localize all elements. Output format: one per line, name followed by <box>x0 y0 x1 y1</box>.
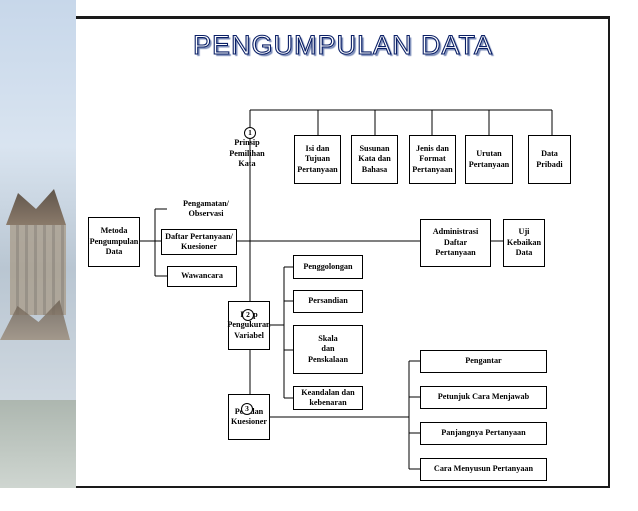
node-administrasi-daftar-pertanyaan: Administrasi Daftar Pertanyaan <box>420 219 491 267</box>
node-skala-dan-penskalaan: Skala dan Penskalaan <box>293 325 363 374</box>
node-cara-menyusun-pertanyaan: Cara Menyusun Pertanyaan <box>420 458 547 481</box>
node-pengantar: Pengantar <box>420 350 547 373</box>
badge-1: 1 <box>244 127 256 139</box>
node-penggolongan: Penggolongan <box>293 255 363 279</box>
frame-right-line <box>608 16 610 486</box>
node-pen-dan-kuesioner: Pen dan Kuesioner <box>228 394 270 440</box>
node-panjangnya-pertanyaan: Panjangnya Pertanyaan <box>420 422 547 445</box>
node-data-pribadi: Data Pribadi <box>528 135 571 184</box>
node-susunan-kata-dan-bahasa: Susunan Kata dan Bahasa <box>351 135 398 184</box>
node-isi-dan-tujuan: Isi dan Tujuan Pertanyaan <box>294 135 341 184</box>
node-pengamatan-observasi: Pengamatan/ Observasi <box>183 198 229 219</box>
frame-bottom-line <box>76 486 610 488</box>
node-daftar-pertanyaan-kuesioner: Daftar Pertanyaan/ Kuesioner <box>161 229 237 255</box>
node-prinsip-pemilihan-kata: Prinsip Pemilihan Kata <box>229 138 265 169</box>
node-wawancara: Wawancara <box>167 266 237 287</box>
node-metoda-pengumpulan-data: Metoda Pengumpulan Data <box>88 217 140 267</box>
node-urutan-pertanyaan: Urutan Pertanyaan <box>465 135 513 184</box>
node-jenis-dan-format: Jenis dan Format Pertanyaan <box>409 135 456 184</box>
decorative-background-photo <box>0 0 76 488</box>
node-petunjuk-cara-menjawab: Petunjuk Cara Menjawab <box>420 386 547 409</box>
node-persandian: Persandian <box>293 290 363 313</box>
badge-3: 3 <box>241 403 253 415</box>
wall-shape <box>10 225 66 315</box>
node-keandalan-dan-kebenaran: Keandalan dan kebenaran <box>293 386 363 410</box>
ground-shape <box>0 400 76 488</box>
node-uji-kebaikan-data: Uji Kebaikan Data <box>503 219 545 267</box>
page-title: PENGUMPULAN DATA <box>192 29 494 60</box>
frame-top-line <box>76 16 610 19</box>
badge-2: 2 <box>242 309 254 321</box>
